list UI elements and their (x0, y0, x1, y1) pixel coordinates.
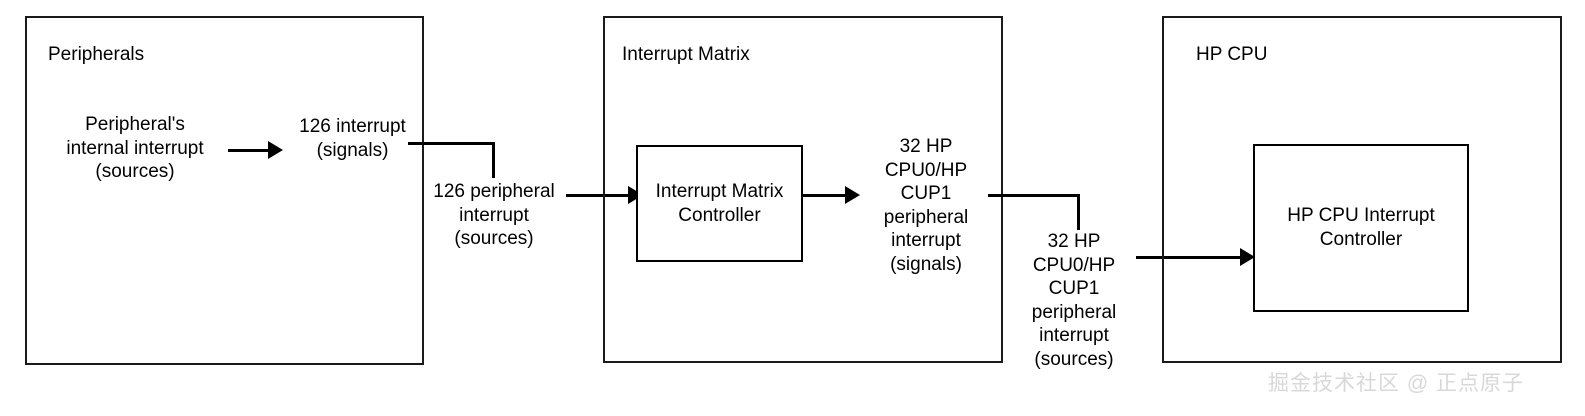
label-32-hp-signals: 32 HP CPU0/HP CUP1 peripheral interrupt … (883, 136, 969, 275)
block-interrupt-matrix-controller: Interrupt Matrix Controller (636, 145, 803, 262)
block-hp-cpu-interrupt-controller: HP CPU Interrupt Controller (1253, 144, 1469, 312)
group-hp-cpu (1162, 16, 1562, 363)
group-peripherals-title: Peripherals (48, 44, 145, 65)
watermark-text: 掘金技术社区 @ 正点原子 (1268, 372, 1524, 395)
connector-2-horizontal (988, 194, 1080, 197)
arrow-sources-to-hpcpu-head (1240, 248, 1255, 266)
block-hp-cpu-interrupt-controller-label: HP CPU Interrupt Controller (1287, 205, 1435, 250)
arrow-sources-to-hpcpu-line (1136, 256, 1244, 259)
label-peripheral-internal-sources: Peripheral's internal interrupt (sources… (66, 114, 204, 182)
connector-2-vertical (1077, 194, 1080, 230)
arrow-imc-to-signals-line (803, 194, 847, 197)
label-126-interrupt-signals: 126 interrupt (signals) (299, 116, 406, 161)
group-interrupt-matrix (603, 16, 1003, 363)
connector-1-horizontal (408, 142, 495, 145)
group-hp-cpu-title: HP CPU (1196, 44, 1268, 65)
arrow-imc-to-signals-head (845, 186, 860, 204)
label-32-hp-sources: 32 HP CPU0/HP CUP1 peripheral interrupt … (1031, 231, 1117, 370)
arrow-sources-to-imc-line (566, 194, 628, 197)
arrow-internal-to-signals-line (228, 149, 270, 152)
connector-1-vertical (492, 142, 495, 178)
group-peripherals (25, 16, 424, 365)
label-126-peripheral-sources: 126 peripheral interrupt (sources) (433, 181, 555, 249)
block-interrupt-matrix-controller-label: Interrupt Matrix Controller (655, 180, 784, 226)
group-interrupt-matrix-title: Interrupt Matrix (622, 44, 750, 65)
arrow-internal-to-signals-head (268, 141, 283, 159)
